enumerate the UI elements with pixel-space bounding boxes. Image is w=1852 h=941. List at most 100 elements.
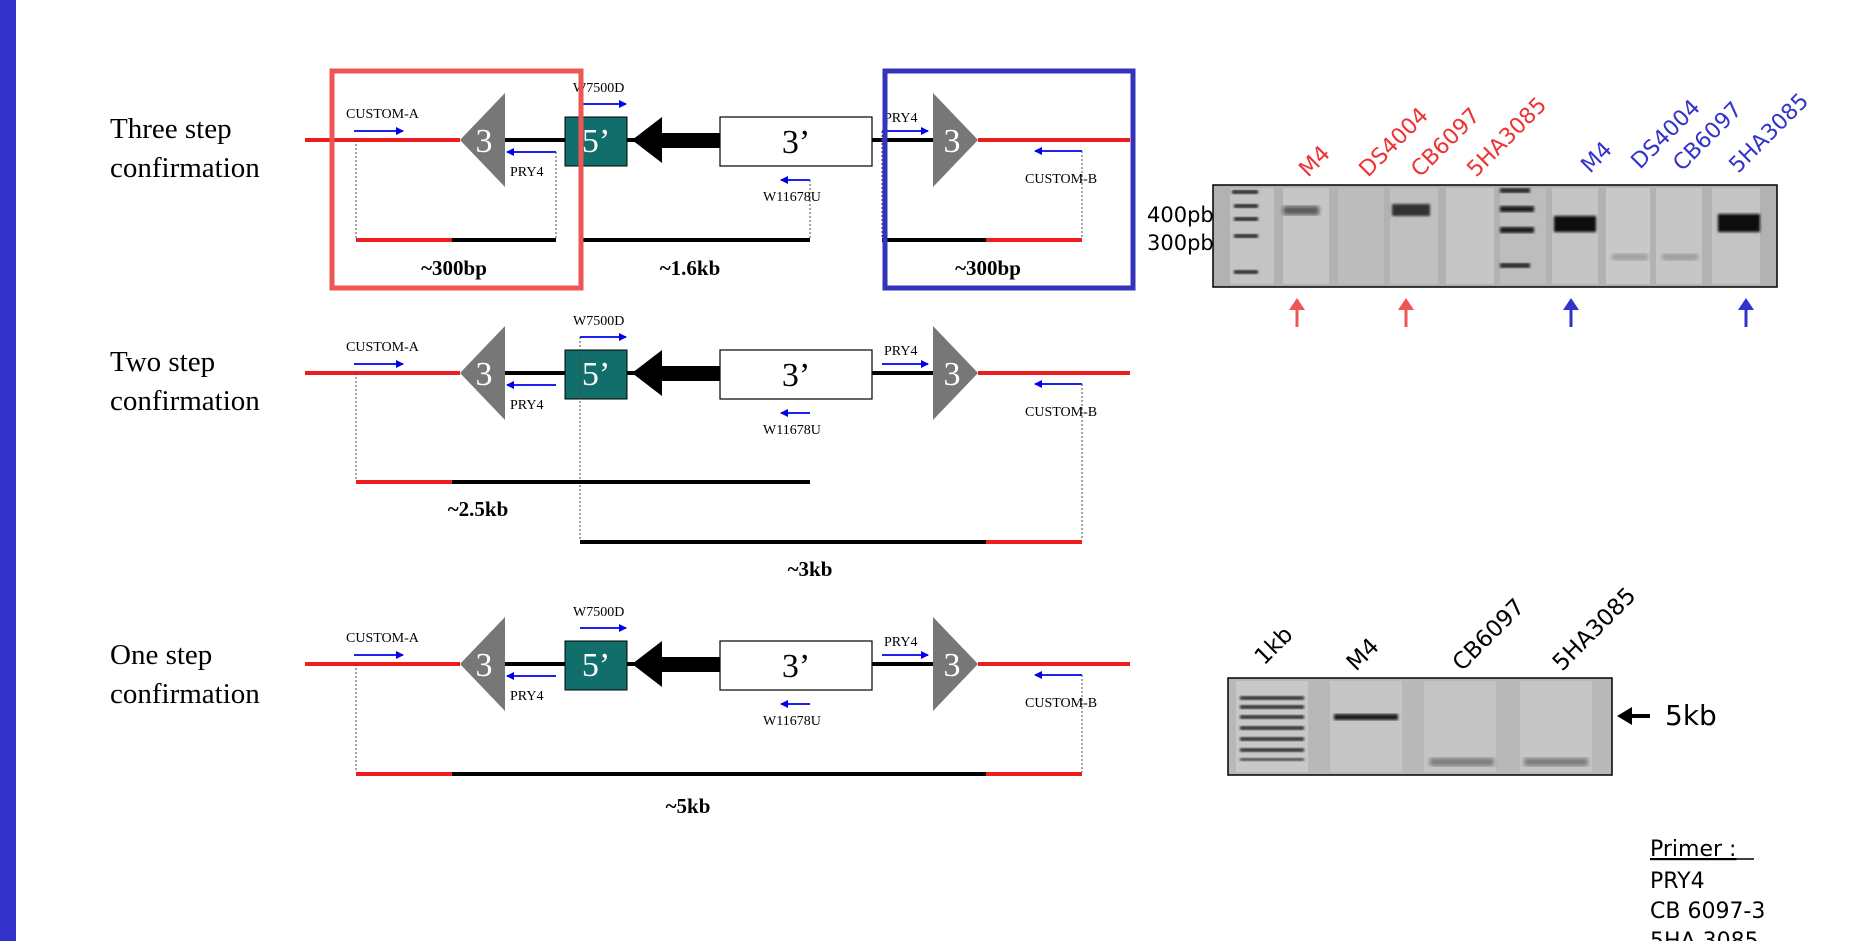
three-prime-label: 3’ (782, 648, 810, 685)
gel-band (1283, 206, 1319, 215)
gel1-marker-300: 300pb (1147, 231, 1214, 255)
gel-lane-shade (1712, 188, 1760, 284)
primer-custom-b: CUSTOM-B (1025, 172, 1097, 187)
five-prime-box (564, 116, 628, 167)
primer-w7500d: W7500D (573, 605, 624, 620)
primer-pry4-left: PRY4 (510, 398, 543, 413)
primer-custom-a: CUSTOM-A (346, 340, 420, 355)
three-prime-box (719, 349, 873, 400)
gel-band (1240, 705, 1304, 709)
highlight-box-blue (882, 68, 1136, 291)
triangle-element-left (460, 617, 505, 711)
gel2-lane-label: M4 (1342, 633, 1385, 676)
gel-2: 1kb M4 CB6097 5HA3085 5kb (1227, 583, 1717, 776)
gel-band (1612, 254, 1648, 260)
gel-lane-shade (1500, 188, 1546, 284)
primer-note-title: Primer : (1650, 837, 1736, 862)
gel-band (1240, 758, 1304, 761)
five-prime-box (564, 640, 628, 691)
arrow-shaft (660, 366, 720, 381)
arrow-head (632, 117, 662, 163)
gel-lane-shade (1338, 188, 1384, 284)
triangle-label-right: 3 (944, 123, 961, 160)
gel-band (1240, 737, 1304, 741)
up-arrow-icon (1398, 298, 1414, 310)
gel-lane-shade (1390, 188, 1438, 284)
gel2-band-label: 5kb (1665, 699, 1717, 732)
triangle-element-right (933, 93, 978, 187)
gel1-lane-label-blue: 5HA3085 (1725, 89, 1815, 179)
row-two-step: Two step confirmation 3 5’ 3’ 3 CUSTOM-A… (110, 314, 1130, 581)
gel-lane-shade (1283, 188, 1329, 284)
gel-lane-shade (1606, 188, 1650, 284)
gel1-lane-label-blue: M4 (1577, 137, 1618, 178)
primer-note: Primer : PRY4 CB 6097-3 5HA 3085 (1650, 837, 1765, 941)
gel-band (1430, 758, 1494, 766)
primer-w7500d: W7500D (573, 81, 624, 96)
gel-band (1240, 726, 1304, 730)
primer-pry4-left: PRY4 (510, 165, 543, 180)
gel-band (1240, 696, 1304, 700)
row-label-line2: confirmation (110, 385, 260, 417)
three-prime-label: 3’ (782, 124, 810, 161)
row-label-line1: Two step (110, 346, 215, 378)
three-prime-label: 3’ (782, 357, 810, 394)
row-label-line1: One step (110, 639, 212, 671)
up-arrow-icon (1738, 298, 1754, 310)
gel-lane-shade (1446, 188, 1494, 284)
five-prime-label: 5’ (582, 123, 610, 160)
triangle-label-left: 3 (476, 123, 493, 160)
three-prime-box (719, 640, 873, 691)
gel-band (1240, 715, 1304, 719)
gel-band (1234, 270, 1258, 274)
five-prime-label: 5’ (582, 356, 610, 393)
gel-band (1500, 227, 1534, 233)
gel-lane-shade (1424, 681, 1496, 772)
gel-band (1554, 216, 1596, 232)
gel-band (1240, 748, 1304, 752)
row-label-line2: confirmation (110, 152, 260, 184)
five-prime-label: 5’ (582, 647, 610, 684)
row-three-step: Three step confirmation 3 5’ 3’ 3 CUSTOM… (110, 68, 1136, 291)
gel-band (1392, 204, 1430, 216)
highlight-box-red (329, 68, 584, 291)
gel-lane-shade (1656, 188, 1702, 284)
left-arrow-icon (1617, 707, 1632, 725)
row-label-line2: confirmation (110, 678, 260, 710)
up-arrow-icon (1563, 298, 1579, 310)
triangle-element-left (460, 326, 505, 420)
gel2-lane-label: 1kb (1250, 622, 1298, 670)
gel-1: M4 DS4004 CB6097 5HA3085 M4 DS4004 CB609… (1147, 89, 1814, 327)
gel1-lane-label-red: M4 (1295, 141, 1336, 182)
gel-band (1232, 190, 1258, 194)
primer-w7500d: W7500D (573, 314, 624, 329)
primer-note-line: CB 6097-3 (1650, 899, 1765, 924)
primer-pry4-right: PRY4 (884, 111, 917, 126)
triangle-element-left (460, 93, 505, 187)
gel-band (1500, 206, 1534, 212)
up-arrow-icon (1289, 298, 1305, 310)
gel1-lane-label-red: 5HA3085 (1463, 93, 1553, 183)
primer-pry4-right: PRY4 (884, 344, 917, 359)
product-size-left: ~300bp (421, 256, 487, 280)
arrow-head (632, 641, 662, 687)
arrow-shaft (660, 133, 720, 148)
gel-lane-shade (1552, 188, 1598, 284)
arrow-shaft (660, 657, 720, 672)
product-size-3kb: ~3kb (788, 557, 833, 581)
gel-band (1234, 217, 1258, 221)
product-size-25kb: ~2.5kb (448, 497, 509, 521)
primer-custom-b: CUSTOM-B (1025, 696, 1097, 711)
primer-custom-a: CUSTOM-A (346, 631, 420, 646)
triangle-element-right (933, 617, 978, 711)
gel-band (1234, 204, 1258, 208)
product-size-middle: ~1.6kb (660, 256, 721, 280)
primer-w11678u: W11678U (763, 423, 821, 438)
primer-note-line: PRY4 (1650, 869, 1705, 894)
gel2-lane-label: CB6097 (1448, 594, 1530, 676)
gel1-marker-400: 400pb (1147, 203, 1214, 227)
triangle-label-left: 3 (476, 356, 493, 393)
product-size-right: ~300bp (955, 256, 1021, 280)
triangle-label-left: 3 (476, 647, 493, 684)
